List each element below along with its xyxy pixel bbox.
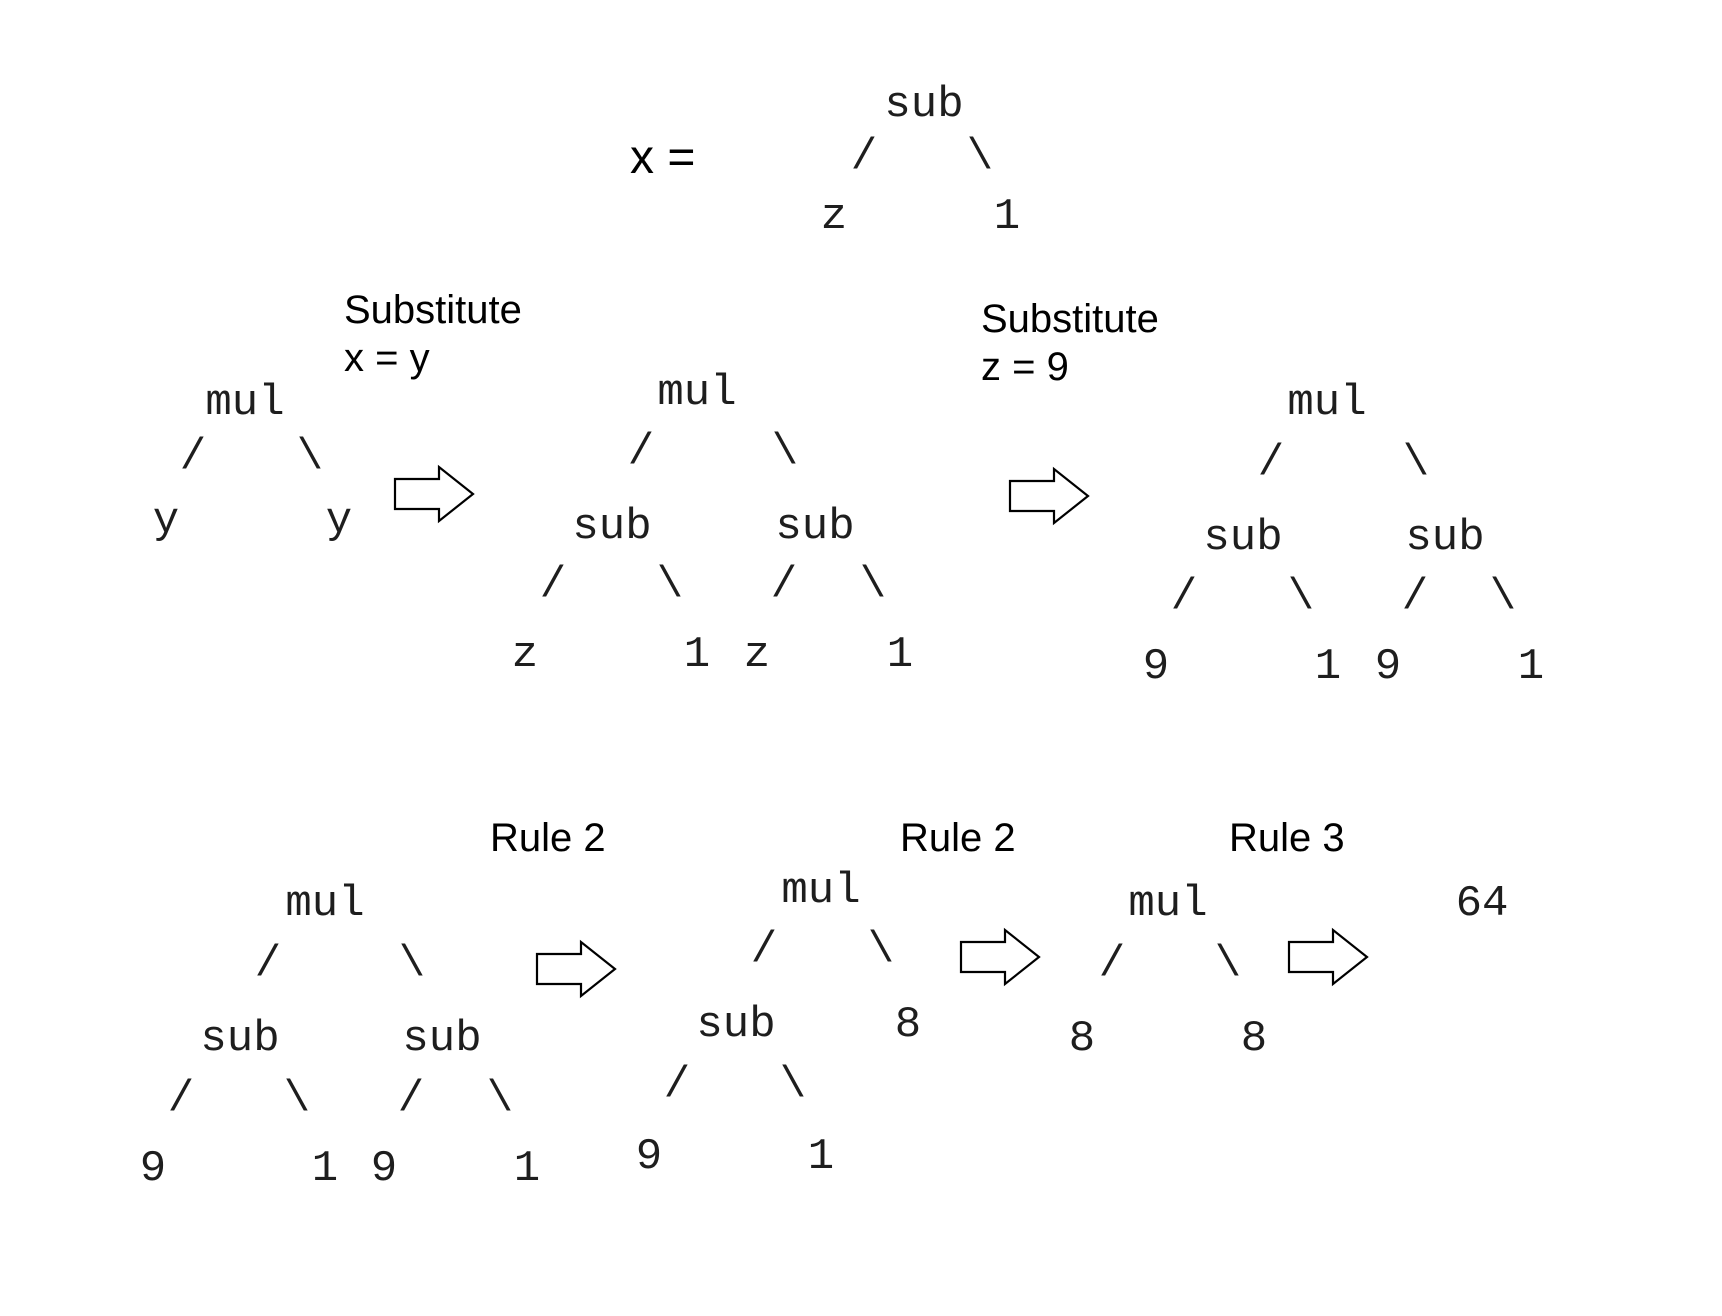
definition-right-edge: \ — [967, 132, 993, 182]
step3-left-sub-left-edge: / — [1171, 572, 1197, 622]
definition-root: sub — [884, 80, 963, 130]
definition-right-leaf: 1 — [994, 192, 1020, 242]
step2-left-sub-left-leaf: z — [512, 630, 538, 680]
step1-right-edge: \ — [297, 432, 323, 482]
tree-step5: mul / \ sub / \ 9 1 8 — [636, 866, 921, 1182]
step4-left-sub-left-leaf: 9 — [140, 1144, 166, 1194]
step3-left-sub-left-leaf: 9 — [1143, 642, 1169, 692]
step4-right-sub-right-leaf: 1 — [514, 1144, 540, 1194]
step3-left-sub: sub — [1203, 513, 1282, 563]
step5-left-sub-right-edge: \ — [780, 1060, 806, 1110]
step2-left-sub-left-edge: / — [540, 560, 566, 610]
step2-left-edge: / — [628, 427, 654, 477]
step5-left-sub-left-leaf: 9 — [636, 1132, 662, 1182]
step5-left-sub-right-leaf: 1 — [808, 1132, 834, 1182]
transition2-label-line2: z = 9 — [981, 345, 1069, 389]
step3-left-sub-right-edge: \ — [1288, 572, 1314, 622]
step4-left-sub: sub — [200, 1014, 279, 1064]
step2-right-sub-left-edge: / — [771, 560, 797, 610]
step4-root: mul — [285, 879, 364, 929]
step2-right-sub: sub — [775, 502, 854, 552]
step4-left-sub-right-edge: \ — [284, 1074, 310, 1124]
transition-1: Substitute x = y — [344, 288, 522, 524]
transition1-label-line1: Substitute — [344, 288, 522, 332]
step4-right-sub-left-leaf: 9 — [371, 1144, 397, 1194]
step4-right-sub: sub — [402, 1014, 481, 1064]
transition-4: Rule 2 — [490, 816, 617, 999]
step3-left-sub-right-leaf: 1 — [1315, 642, 1341, 692]
step4-left-sub-left-edge: / — [168, 1074, 194, 1124]
tree-step2: mul / \ sub / \ z 1 sub / \ z 1 — [512, 368, 913, 680]
result-value: 64 — [1456, 879, 1509, 929]
step2-right-edge: \ — [772, 427, 798, 477]
tree-step4: mul / \ sub / \ 9 1 sub / \ 9 1 — [140, 879, 540, 1194]
step3-right-sub-left-edge: / — [1402, 572, 1428, 622]
transition-6: Rule 3 — [1229, 816, 1369, 987]
right-arrow-icon — [1008, 466, 1090, 526]
tree-step1: mul / \ y y — [153, 378, 352, 546]
step3-right-sub: sub — [1405, 513, 1484, 563]
step5-right-edge: \ — [868, 925, 894, 975]
step1-right-leaf: y — [326, 496, 352, 546]
step3-left-edge: / — [1258, 438, 1284, 488]
step1-root: mul — [205, 378, 284, 428]
step4-left-edge: / — [255, 939, 281, 989]
tree-step6: mul / \ 8 8 — [1069, 879, 1267, 1064]
step4-right-edge: \ — [399, 939, 425, 989]
transition6-label: Rule 3 — [1229, 816, 1345, 860]
step4-left-sub-right-leaf: 1 — [312, 1144, 338, 1194]
right-arrow-icon — [1287, 927, 1369, 987]
transition1-label-line2: x = y — [344, 336, 430, 380]
step2-right-sub-right-leaf: 1 — [887, 630, 913, 680]
step6-left-edge: / — [1099, 939, 1125, 989]
right-arrow-icon — [535, 939, 617, 999]
step3-root: mul — [1287, 378, 1366, 428]
definition-left-edge: / — [851, 132, 877, 182]
step6-right-edge: \ — [1215, 939, 1241, 989]
transition5-label: Rule 2 — [900, 816, 1016, 860]
right-arrow-icon — [959, 927, 1041, 987]
step3-right-sub-right-leaf: 1 — [1518, 642, 1544, 692]
step1-left-leaf: y — [153, 496, 179, 546]
definition-lhs: x = — [630, 131, 695, 184]
step3-right-sub-right-edge: \ — [1490, 572, 1516, 622]
step2-left-sub: sub — [572, 502, 651, 552]
step2-left-sub-right-edge: \ — [657, 560, 683, 610]
definition-left-leaf: z — [821, 192, 847, 242]
step4-right-sub-right-edge: \ — [487, 1074, 513, 1124]
transition2-label-line1: Substitute — [981, 297, 1159, 341]
step4-right-sub-left-edge: / — [398, 1074, 424, 1124]
step5-left-sub: sub — [696, 1000, 775, 1050]
step5-right-leaf: 8 — [895, 1000, 921, 1050]
right-arrow-icon — [393, 464, 475, 524]
step2-root: mul — [657, 368, 736, 418]
step1-left-edge: / — [180, 432, 206, 482]
step5-left-sub-left-edge: / — [664, 1060, 690, 1110]
transition4-label: Rule 2 — [490, 816, 606, 860]
step2-right-sub-left-leaf: z — [744, 630, 770, 680]
step5-left-edge: / — [751, 925, 777, 975]
result: 64 — [1456, 879, 1509, 929]
step5-root: mul — [781, 866, 860, 916]
transition-2: Substitute z = 9 — [981, 297, 1159, 526]
step2-left-sub-right-leaf: 1 — [684, 630, 710, 680]
step6-right-leaf: 8 — [1241, 1014, 1267, 1064]
step6-left-leaf: 8 — [1069, 1014, 1095, 1064]
tree-step3: mul / \ sub / \ 9 1 sub / \ 9 1 — [1143, 378, 1544, 692]
step3-right-edge: \ — [1403, 438, 1429, 488]
step2-right-sub-right-edge: \ — [860, 560, 886, 610]
definition: x = sub / \ z 1 — [630, 80, 1020, 242]
step6-root: mul — [1128, 879, 1207, 929]
transition-5: Rule 2 — [900, 816, 1041, 987]
step3-right-sub-left-leaf: 9 — [1375, 642, 1401, 692]
